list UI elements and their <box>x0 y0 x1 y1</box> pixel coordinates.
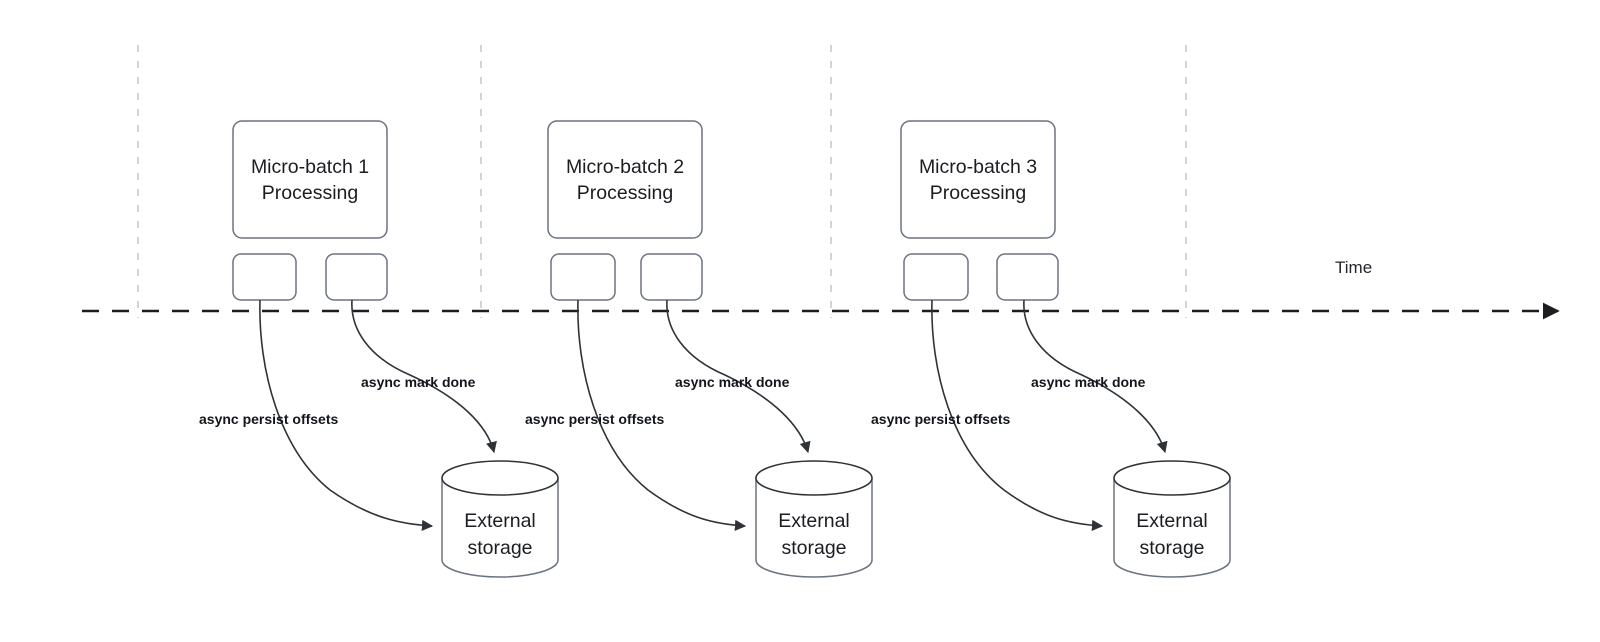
micro-batch-1-box-rect[interactable] <box>232 120 388 239</box>
external-storage-2-top <box>755 460 873 496</box>
external-storage-3-label-line2: storage <box>1139 537 1204 559</box>
micro-batch-2-markdone-edge-label: async mark done <box>675 374 790 390</box>
micro-batch-1-process-box[interactable]: Micro-batch 1 Processing <box>232 120 388 239</box>
micro-batch-1-persist-edge <box>259 299 434 531</box>
group-2: Micro-batch 2 Processing async persist o… <box>525 120 873 578</box>
micro-batch-3-markdone-edge-label: async mark done <box>1031 374 1146 390</box>
external-storage-1-label-line2: storage <box>467 537 532 559</box>
micro-batch-1-markdone-edge <box>351 299 497 454</box>
micro-batch-2-label-line1: Micro-batch 2 <box>566 156 684 178</box>
timeline-axis: Time <box>82 258 1560 320</box>
external-storage-3[interactable]: External storage <box>1113 460 1231 578</box>
external-storage-1-top <box>441 460 559 496</box>
micro-batch-2-persist-edge <box>577 299 747 531</box>
micro-batch-2-box-rect[interactable] <box>547 120 703 239</box>
micro-batch-1-task-left-box[interactable] <box>232 253 297 301</box>
micro-batch-1-label-line1: Micro-batch 1 <box>251 156 369 178</box>
external-storage-3-label-line1: External <box>1136 510 1208 532</box>
time-axis-label: Time <box>1335 258 1372 277</box>
micro-batch-3-task-left-box[interactable] <box>903 253 969 301</box>
micro-batch-1-task-right-box[interactable] <box>325 253 388 301</box>
group-3: Micro-batch 3 Processing async persist o… <box>871 120 1231 578</box>
external-storage-2[interactable]: External storage <box>755 460 873 578</box>
micro-batch-3-task-right-box[interactable] <box>996 253 1059 301</box>
micro-batch-1-label-line2: Processing <box>262 182 358 204</box>
external-storage-3-top <box>1113 460 1231 496</box>
external-storage-1[interactable]: External storage <box>441 460 559 578</box>
external-storage-1-label-line1: External <box>464 510 536 532</box>
micro-batch-2-task-right-box[interactable] <box>640 253 703 301</box>
micro-batch-3-box-rect[interactable] <box>900 120 1056 239</box>
micro-batch-3-label-line2: Processing <box>930 182 1026 204</box>
micro-batch-3-persist-edge-label: async persist offsets <box>871 411 1010 427</box>
micro-batch-1-markdone-edge-label: async mark done <box>361 374 476 390</box>
external-storage-2-label-line2: storage <box>781 537 846 559</box>
group-1: Micro-batch 1 Processing async persist o… <box>199 120 559 578</box>
external-storage-2-label-line1: External <box>778 510 850 532</box>
micro-batch-3-persist-edge <box>931 299 1104 531</box>
micro-batch-2-markdone-edge <box>666 299 811 454</box>
external-storage-3-body[interactable] <box>1113 477 1231 578</box>
micro-batch-3-label-line1: Micro-batch 3 <box>919 156 1037 178</box>
micro-batch-2-task-left-box[interactable] <box>550 253 616 301</box>
micro-batch-3-process-box[interactable]: Micro-batch 3 Processing <box>900 120 1056 239</box>
micro-batch-2-label-line2: Processing <box>577 182 673 204</box>
external-storage-2-body[interactable] <box>755 477 873 578</box>
micro-batch-2-process-box[interactable]: Micro-batch 2 Processing <box>547 120 703 239</box>
external-storage-1-body[interactable] <box>441 477 559 578</box>
micro-batch-1-persist-edge-label: async persist offsets <box>199 411 338 427</box>
micro-batch-2-persist-edge-label: async persist offsets <box>525 411 664 427</box>
micro-batch-3-markdone-edge <box>1023 299 1168 454</box>
guide-lines-group <box>137 45 1187 318</box>
